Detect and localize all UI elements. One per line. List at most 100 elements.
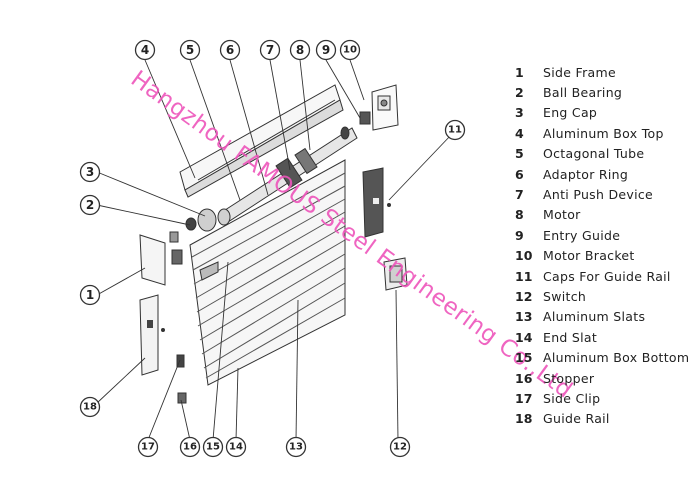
legend-number: 2 bbox=[515, 85, 524, 101]
legend-item: 14 End Slat bbox=[515, 327, 695, 347]
part-octagonal-tube-assembly bbox=[217, 126, 358, 226]
legend-item: 11 Caps For Guide Rail bbox=[515, 266, 695, 286]
legend-label: Motor bbox=[543, 207, 581, 223]
callout-16: 16 bbox=[179, 436, 201, 458]
legend-number: 7 bbox=[515, 187, 524, 203]
callout-11: 11 bbox=[444, 119, 466, 141]
callout-markers: 4 5 6 7 8 9 10 3 2 1 18 17 16 15 14 13 1… bbox=[79, 39, 466, 458]
legend-label: Side Frame bbox=[543, 64, 616, 80]
legend-label: Side Clip bbox=[543, 390, 601, 406]
legend-item: 13 Aluminum Slats bbox=[515, 307, 695, 327]
part-switch bbox=[383, 257, 408, 291]
parts-drawing bbox=[139, 84, 408, 404]
callout-13: 13 bbox=[285, 436, 307, 458]
callout-6-label: 6 bbox=[226, 43, 234, 57]
legend-label: End Slat bbox=[543, 329, 598, 345]
callout-6: 6 bbox=[219, 39, 241, 61]
legend-item: 16 Stopper bbox=[515, 368, 695, 388]
legend-item: 1 Side Frame bbox=[515, 62, 695, 82]
legend-label: Octagonal Tube bbox=[543, 146, 645, 162]
legend-item: 17 Side Clip bbox=[515, 388, 695, 408]
legend-label: Aluminum Slats bbox=[543, 309, 646, 325]
callout-8: 8 bbox=[289, 39, 311, 61]
legend-item: 4 Aluminum Box Top bbox=[515, 123, 695, 143]
part-aluminum-slats bbox=[189, 159, 346, 386]
part-aluminum-box-top bbox=[179, 84, 344, 198]
legend-label: Adaptor Ring bbox=[543, 166, 629, 182]
legend-number: 10 bbox=[515, 248, 533, 264]
callout-12-label: 12 bbox=[393, 442, 407, 453]
leader-lines bbox=[96, 59, 453, 441]
legend-number: 9 bbox=[515, 227, 524, 243]
callout-11-label: 11 bbox=[448, 125, 462, 136]
callout-2-label: 2 bbox=[86, 198, 94, 212]
legend-number: 4 bbox=[515, 125, 524, 141]
legend-label: Caps For Guide Rail bbox=[543, 268, 671, 284]
callout-7-label: 7 bbox=[266, 43, 274, 57]
legend-label: Aluminum Box Bottom bbox=[543, 350, 690, 366]
legend-label: Stopper bbox=[543, 370, 595, 386]
legend-label: Anti Push Device bbox=[543, 187, 654, 203]
callout-13-label: 13 bbox=[289, 442, 303, 453]
legend-item: 5 Octagonal Tube bbox=[515, 144, 695, 164]
legend-number: 18 bbox=[515, 411, 533, 427]
legend-label: Ball Bearing bbox=[543, 85, 623, 101]
callout-17-label: 17 bbox=[141, 442, 155, 453]
legend-item: 7 Anti Push Device bbox=[515, 184, 695, 204]
callout-17: 17 bbox=[137, 436, 159, 458]
callout-5: 5 bbox=[179, 39, 201, 61]
callout-10: 10 bbox=[339, 39, 361, 61]
callout-5-label: 5 bbox=[186, 43, 194, 57]
legend-number: 13 bbox=[515, 309, 533, 325]
legend-number: 14 bbox=[515, 329, 533, 345]
legend-number: 17 bbox=[515, 390, 533, 406]
legend-label: Entry Guide bbox=[543, 227, 621, 243]
legend-label: Aluminum Box Top bbox=[543, 125, 664, 141]
legend-item: 18 Guide Rail bbox=[515, 409, 695, 429]
legend-item: 6 Adaptor Ring bbox=[515, 164, 695, 184]
part-guide-rail bbox=[139, 294, 165, 376]
legend-label: Motor Bracket bbox=[543, 248, 635, 264]
legend-number: 11 bbox=[515, 268, 533, 284]
callout-2: 2 bbox=[79, 194, 101, 216]
callout-9: 9 bbox=[315, 39, 337, 61]
callout-18: 18 bbox=[79, 396, 101, 418]
callout-3: 3 bbox=[79, 161, 101, 183]
legend-number: 6 bbox=[515, 166, 524, 182]
part-side-frame bbox=[139, 231, 183, 286]
callout-3-label: 3 bbox=[86, 165, 94, 179]
legend-item: 3 Eng Cap bbox=[515, 103, 695, 123]
callout-8-label: 8 bbox=[296, 43, 304, 57]
part-eng-cap-and-bearing bbox=[185, 208, 217, 232]
callout-18-label: 18 bbox=[83, 402, 97, 413]
legend-item: 8 Motor bbox=[515, 205, 695, 225]
part-stopper-and-clip bbox=[176, 354, 187, 404]
callout-4-label: 4 bbox=[141, 43, 149, 57]
legend-number: 12 bbox=[515, 288, 533, 304]
legend-item: 10 Motor Bracket bbox=[515, 246, 695, 266]
callout-4: 4 bbox=[134, 39, 156, 61]
legend-item: 9 Entry Guide bbox=[515, 225, 695, 245]
legend-item: 2 Ball Bearing bbox=[515, 82, 695, 102]
legend-label: Guide Rail bbox=[543, 411, 610, 427]
legend-number: 5 bbox=[515, 146, 524, 162]
callout-10-label: 10 bbox=[343, 45, 357, 56]
legend-number: 16 bbox=[515, 370, 533, 386]
part-motor-bracket bbox=[371, 84, 399, 131]
callout-9-label: 9 bbox=[322, 43, 330, 57]
callout-15: 15 bbox=[202, 436, 224, 458]
legend-number: 8 bbox=[515, 207, 524, 223]
part-entry-guide bbox=[359, 111, 371, 125]
legend-number: 3 bbox=[515, 105, 524, 121]
callout-1-label: 1 bbox=[86, 288, 94, 302]
callout-15-label: 15 bbox=[206, 442, 220, 453]
legend-label: Switch bbox=[543, 288, 587, 304]
callout-1: 1 bbox=[79, 284, 101, 306]
legend-number: 1 bbox=[515, 64, 524, 80]
legend-item: 12 Switch bbox=[515, 286, 695, 306]
callout-16-label: 16 bbox=[183, 442, 197, 453]
legend-label: Eng Cap bbox=[543, 105, 598, 121]
callout-7: 7 bbox=[259, 39, 281, 61]
